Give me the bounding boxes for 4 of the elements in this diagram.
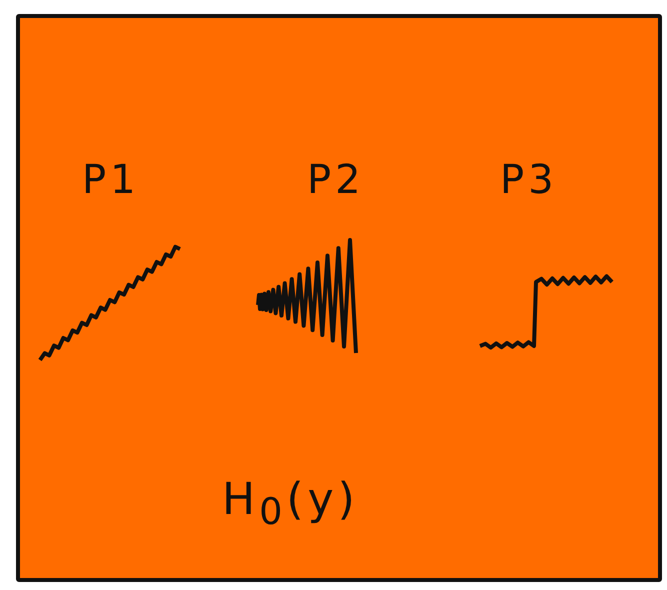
function-label: H$_{0}$(y) xyxy=(222,478,359,530)
panel-label: P2 xyxy=(307,160,365,200)
panel-label: P3 xyxy=(500,160,558,200)
panel-label: P1 xyxy=(82,160,140,200)
